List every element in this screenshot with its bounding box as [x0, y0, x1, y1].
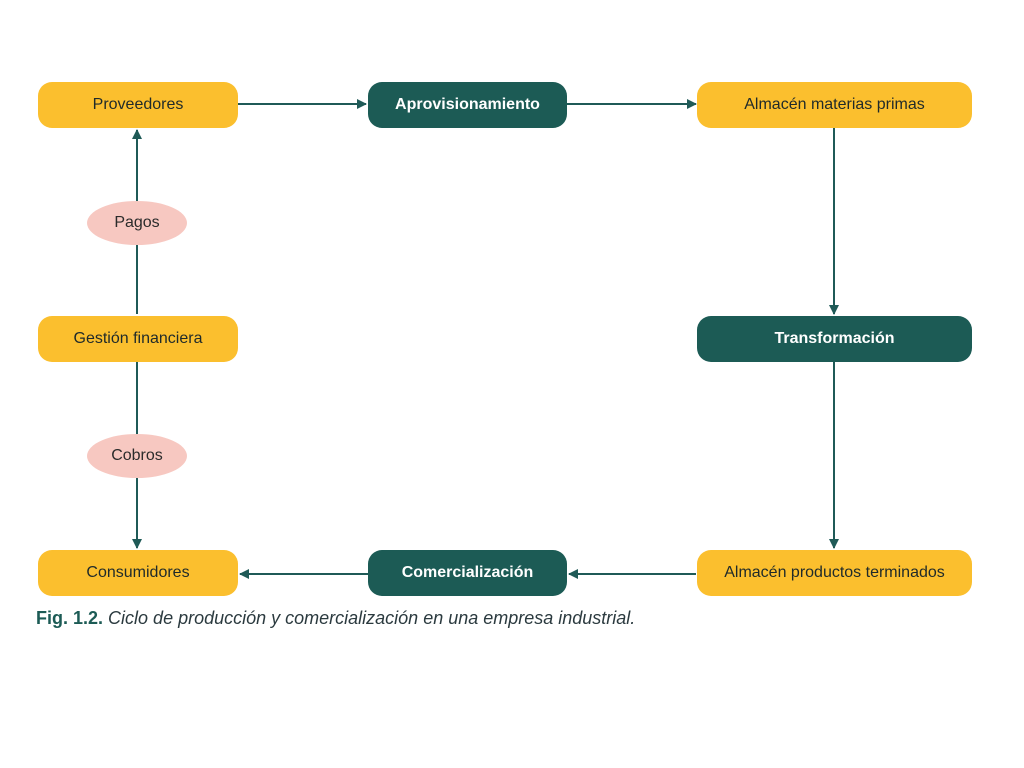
- flow-label-pagos: Pagos: [87, 201, 187, 245]
- figure-number: Fig. 1.2.: [36, 608, 104, 628]
- node-consumidores: Consumidores: [38, 550, 238, 596]
- figure-caption: Fig. 1.2. Ciclo de producción y comercia…: [36, 608, 635, 629]
- node-almacen-materias-primas: Almacén materias primas: [697, 82, 972, 128]
- figure-caption-text: Ciclo de producción y comercialización e…: [108, 608, 636, 628]
- node-gestion-financiera: Gestión financiera: [38, 316, 238, 362]
- node-comercializacion: Comercialización: [368, 550, 567, 596]
- node-aprovisionamiento: Aprovisionamiento: [368, 82, 567, 128]
- node-transformacion: Transformación: [697, 316, 972, 362]
- node-proveedores: Proveedores: [38, 82, 238, 128]
- node-almacen-productos-terminados: Almacén productos terminados: [697, 550, 972, 596]
- flow-label-cobros: Cobros: [87, 434, 187, 478]
